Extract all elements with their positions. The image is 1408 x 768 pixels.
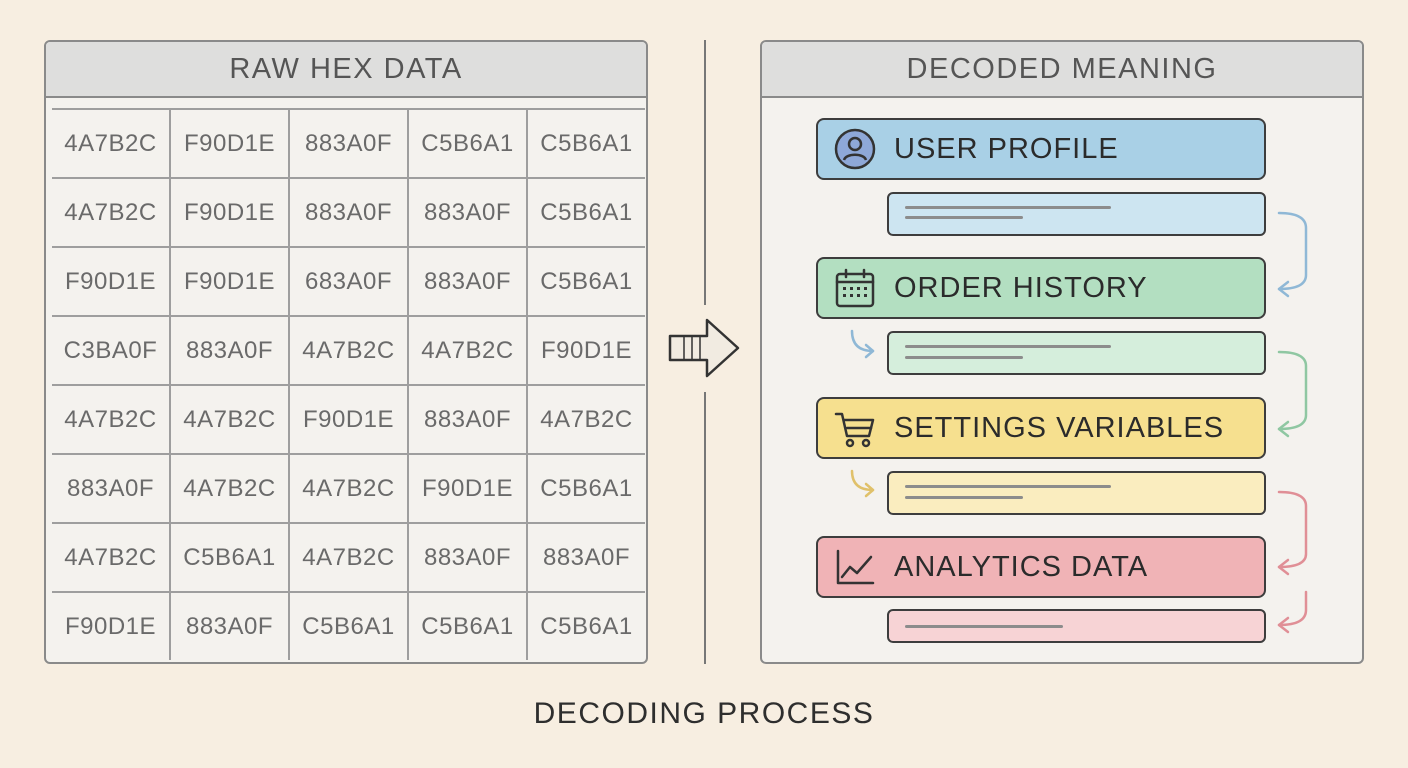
divider-bottom — [704, 392, 706, 664]
hex-cell: 883A0F — [170, 592, 290, 660]
hex-cell: F90D1E — [170, 178, 290, 248]
decoded-meaning-title: DECODED MEANING — [762, 42, 1362, 98]
hex-cell: 4A7B2C — [170, 385, 290, 455]
hex-cell: 883A0F — [408, 385, 528, 455]
hex-cell: 883A0F — [289, 108, 409, 179]
hex-cell: F90D1E — [170, 108, 290, 179]
category-order-history: ORDER HISTORY — [816, 257, 1266, 319]
category-label: SETTINGS VARIABLES — [894, 411, 1225, 444]
category-label: ANALYTICS DATA — [894, 550, 1149, 583]
hex-cell: C5B6A1 — [540, 612, 633, 640]
line-chart-icon — [832, 544, 878, 590]
category-label: ORDER HISTORY — [894, 271, 1148, 304]
hex-cell: 4A7B2C — [52, 178, 171, 248]
hex-cell: C5B6A1 — [408, 108, 528, 179]
hex-cell: F90D1E — [408, 454, 528, 524]
hex-cell: C5B6A1 — [289, 592, 409, 660]
calendar-icon — [832, 265, 878, 311]
hex-cell: 4A7B2C — [408, 316, 528, 386]
raw-hex-title: RAW HEX DATA — [46, 42, 646, 98]
category-analytics-data: ANALYTICS DATA — [816, 536, 1266, 598]
hex-cell: 4A7B2C — [170, 454, 290, 524]
hex-cell: F90D1E — [527, 316, 645, 386]
hex-cell: 4A7B2C — [52, 108, 171, 179]
hex-cell: 883A0F — [408, 178, 528, 248]
user-icon — [832, 126, 878, 172]
settings-variables-detail-bar — [887, 471, 1266, 515]
caption: DECODING PROCESS — [533, 697, 875, 730]
connector-order-to-detail — [850, 329, 875, 359]
connector-settings-to-analytics — [1277, 490, 1308, 576]
analytics-data-detail-bar — [887, 609, 1266, 643]
hex-cell: F90D1E — [289, 385, 409, 455]
order-history-detail-bar — [887, 331, 1266, 375]
hex-cell: 4A7B2C — [289, 523, 409, 593]
hex-cell: C5B6A1 — [527, 247, 645, 317]
hex-cell: 4A7B2C — [52, 523, 171, 593]
hex-cell: 883A0F — [408, 523, 528, 593]
hex-cell: C5B6A1 — [170, 523, 290, 593]
hex-cell: 883A0F — [527, 523, 645, 593]
connector-analytics-to-detail — [1277, 590, 1308, 634]
hex-cell: 4A7B2C — [289, 316, 409, 386]
connector-order-to-settings — [1277, 350, 1308, 438]
category-label: USER PROFILE — [894, 132, 1119, 165]
hex-cell: F90D1E — [170, 247, 290, 317]
category-settings-variables: SETTINGS VARIABLES — [816, 397, 1266, 459]
hex-cell: 883A0F — [289, 178, 409, 248]
hex-cell: 883A0F — [408, 247, 528, 317]
connector-user-to-order — [1277, 211, 1308, 298]
cart-icon — [832, 405, 878, 451]
hex-cell: 883A0F — [170, 316, 290, 386]
divider-top — [704, 40, 706, 305]
hex-cell: C5B6A1 — [527, 108, 645, 179]
hex-cell: F90D1E — [52, 247, 171, 317]
hex-cell: 4A7B2C — [52, 385, 171, 455]
hex-cell: 4A7B2C — [289, 454, 409, 524]
hex-cell: C5B6A1 — [527, 454, 645, 524]
hex-cell: C5B6A1 — [527, 178, 645, 248]
hex-cell: 4A7B2C — [527, 385, 645, 455]
hex-cell: F90D1E — [52, 592, 171, 660]
hex-cell: C5B6A1 — [408, 592, 528, 660]
hex-cell: 883A0F — [52, 454, 171, 524]
right-arrow-icon — [668, 318, 740, 378]
hex-cell: 683A0F — [289, 247, 409, 317]
hex-cell: C3BA0F — [52, 316, 171, 386]
connector-settings-to-detail — [850, 469, 875, 498]
user-profile-detail-bar — [887, 192, 1266, 236]
category-user-profile: USER PROFILE — [816, 118, 1266, 180]
